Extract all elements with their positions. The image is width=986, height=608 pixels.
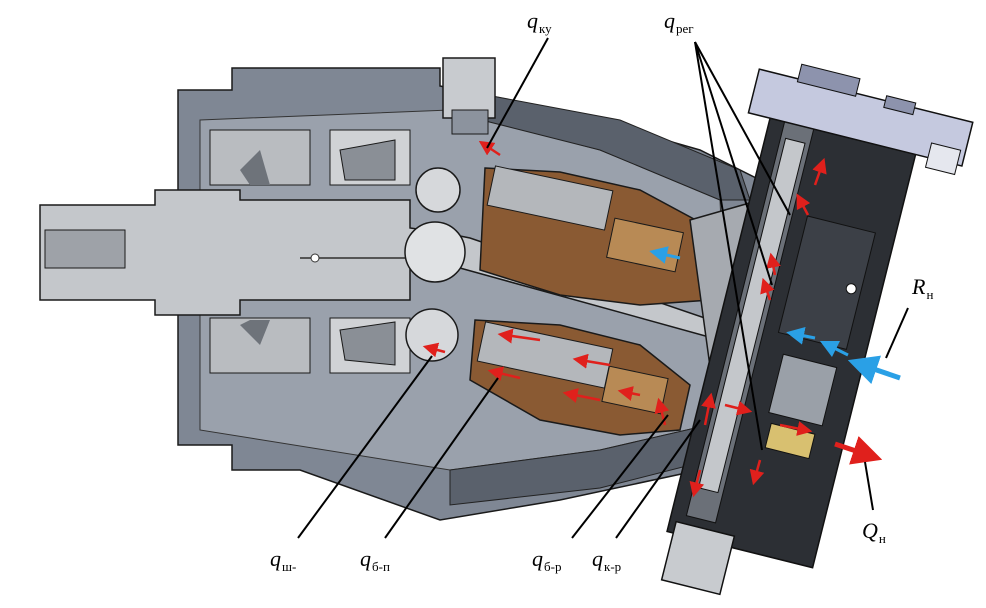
upper-bearing — [209, 129, 411, 186]
label-q-reg: qрег — [664, 8, 694, 36]
shaft-key — [44, 229, 126, 269]
label-q-ku: qку — [527, 8, 552, 36]
inlet-arrow — [847, 355, 901, 385]
piston-upper — [486, 165, 614, 231]
ball-joint-lower — [405, 308, 459, 362]
outlet-arrow — [834, 436, 883, 465]
label-q-k-r: qк-р — [592, 546, 622, 574]
lower-bearing — [209, 317, 411, 374]
housing-top-port — [442, 57, 496, 119]
label-q-b-r: qб-р — [532, 546, 562, 574]
label-R-n: Rн — [912, 274, 934, 302]
label-q-sh: qш- — [270, 546, 297, 574]
bottom-fitting — [660, 520, 736, 596]
ball-joint-center — [404, 221, 466, 283]
ball-joint-upper — [415, 167, 461, 213]
inlet-arrows — [649, 246, 849, 358]
leakage-arrows — [422, 140, 827, 498]
label-q-b-p: qб-п — [360, 546, 390, 574]
regulator-cover-plate — [747, 63, 974, 176]
leader-lines — [297, 37, 909, 539]
regulator-block — [666, 74, 928, 569]
piston-lower-bore — [601, 365, 669, 415]
label-Q-n: Qн — [862, 518, 886, 546]
